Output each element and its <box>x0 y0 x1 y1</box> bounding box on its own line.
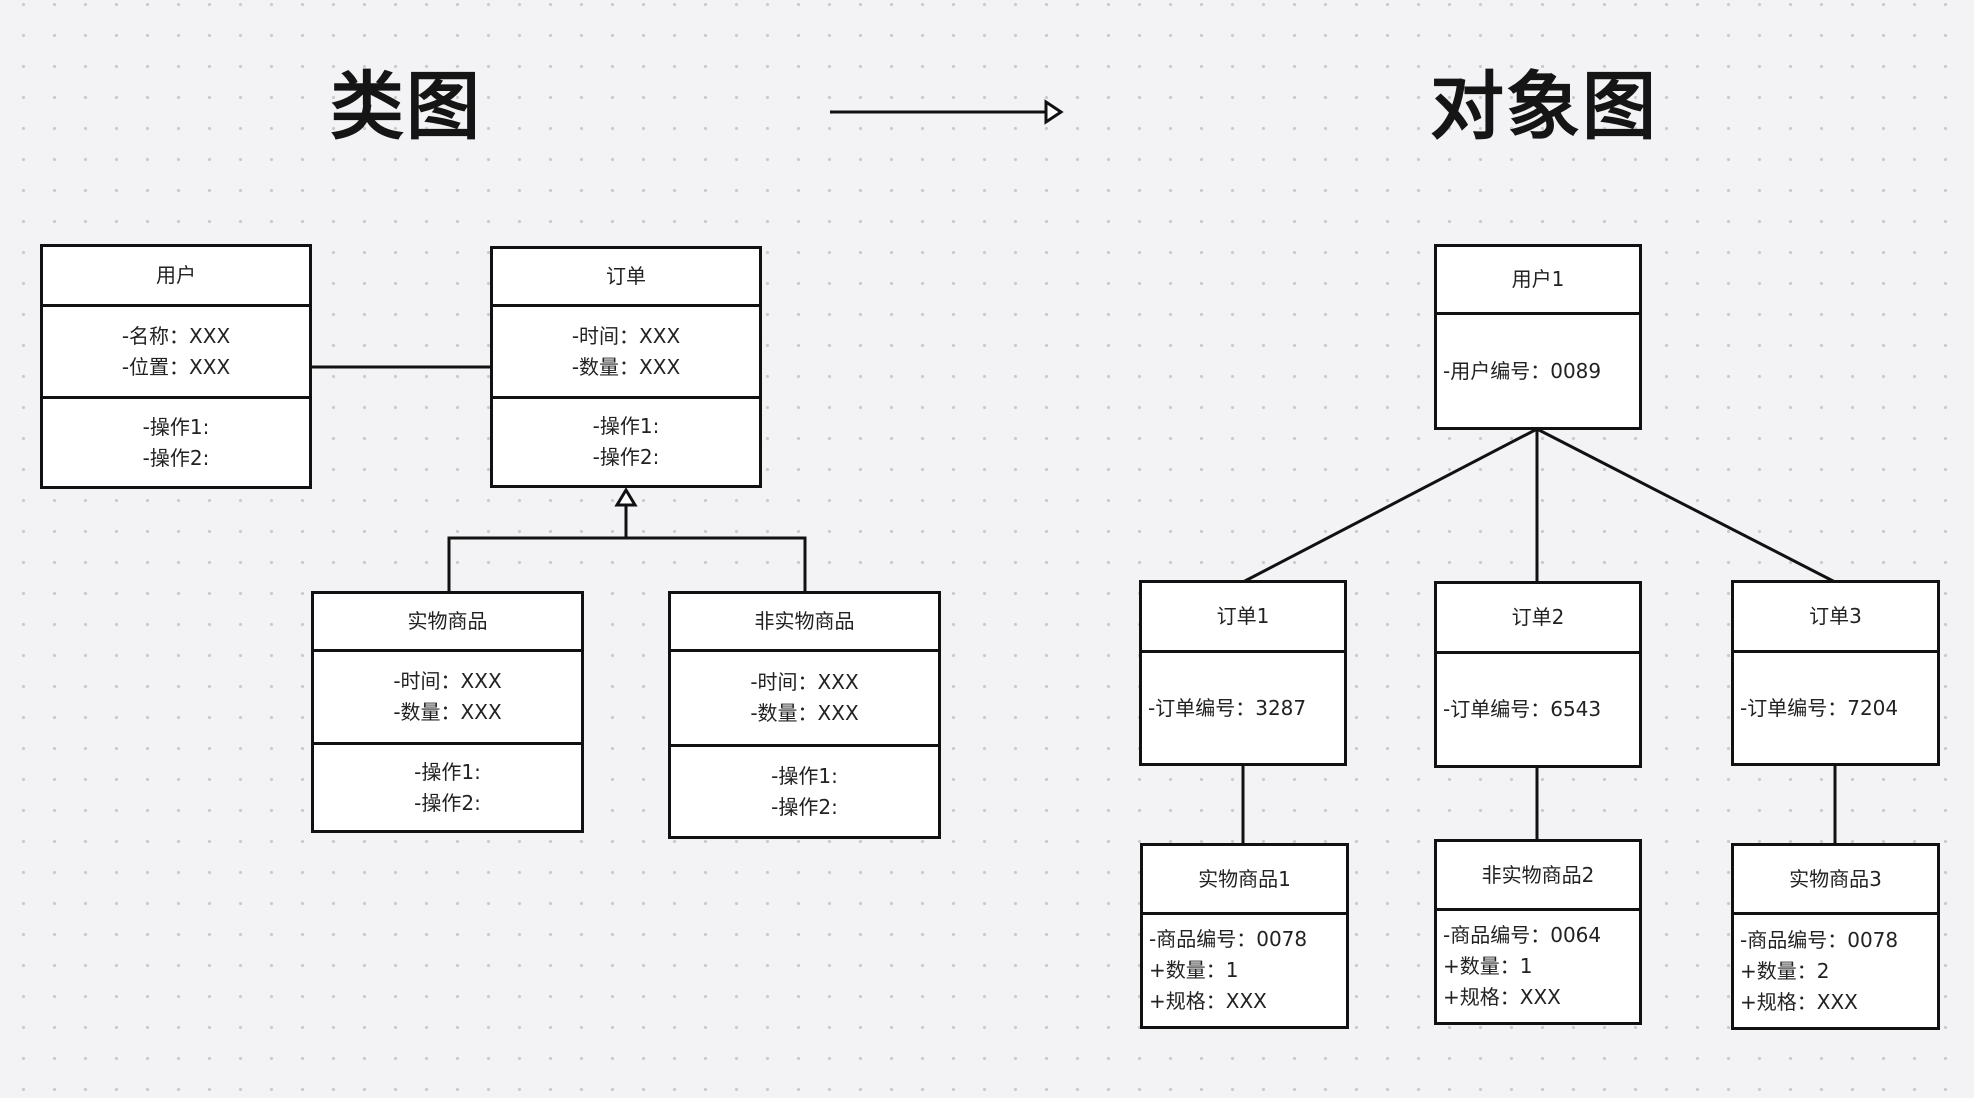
attributes-section: -时间：XXX -数量：XXX <box>493 304 759 396</box>
attribute: +规格：XXX <box>1443 985 1561 1009</box>
operation: -操作1: <box>592 414 660 438</box>
attributes-section: -商品编号：0078 +数量：2 +规格：XXX <box>1734 912 1937 1027</box>
object-name-section: 订单1 <box>1142 583 1344 650</box>
attributes-section: -时间：XXX -数量：XXX <box>671 649 938 744</box>
attribute: +数量：2 <box>1740 958 1830 983</box>
attribute: -商品编号：0078 <box>1149 927 1308 951</box>
attributes-section: -订单编号：6543 <box>1437 651 1639 765</box>
class-name-section: 用户 <box>43 247 309 304</box>
operation: -操作2: <box>592 445 660 469</box>
class-name-section: 实物商品 <box>314 594 581 649</box>
attribute: +规格：XXX <box>1740 989 1858 1014</box>
class-diagram-title: 类图 <box>330 64 482 150</box>
operation: -操作2: <box>142 445 210 470</box>
object-name-section: 非实物商品2 <box>1437 842 1639 908</box>
object-name: 订单2 <box>1511 605 1565 629</box>
object-name: 实物商品1 <box>1198 866 1291 891</box>
attribute: -名称：XXX <box>121 323 231 348</box>
class-name-section: 非实物商品 <box>671 594 938 649</box>
attribute: -商品编号：0078 <box>1740 927 1899 952</box>
attributes-section: -订单编号：7204 <box>1734 650 1937 763</box>
operations-section: -操作1: -操作2: <box>493 396 759 485</box>
class-user[interactable]: 用户 -名称：XXX -位置：XXX -操作1: -操作2: <box>40 244 312 489</box>
object-name-section: 用户1 <box>1437 247 1639 312</box>
class-order[interactable]: 订单 -时间：XXX -数量：XXX -操作1: -操作2: <box>490 246 762 488</box>
link-user1-order3 <box>1536 427 1836 584</box>
operations-section: -操作1: -操作2: <box>314 742 581 830</box>
operation: -操作1: <box>771 763 838 788</box>
operations-section: -操作1: -操作2: <box>43 396 309 486</box>
generalization-triangle <box>614 487 638 507</box>
operation: -操作1: <box>414 759 481 784</box>
class-name: 实物商品 <box>407 609 488 633</box>
attribute: +规格：XXX <box>1149 989 1267 1013</box>
object-name-section: 实物商品1 <box>1143 846 1346 912</box>
transition-arrowhead <box>1044 99 1064 125</box>
attributes-section: -商品编号：0064 +数量：1 +规格：XXX <box>1437 908 1639 1022</box>
attribute: -时间：XXX <box>750 670 859 694</box>
object-goods3[interactable]: 实物商品3 -商品编号：0078 +数量：2 +规格：XXX <box>1731 843 1940 1030</box>
object-order1[interactable]: 订单1 -订单编号：3287 <box>1139 580 1347 766</box>
object-order3[interactable]: 订单3 -订单编号：7204 <box>1731 580 1940 766</box>
attribute: -订单编号：3287 <box>1148 695 1307 720</box>
object-name-section: 订单3 <box>1734 583 1937 650</box>
operation: -操作2: <box>414 790 481 815</box>
operations-section: -操作1: -操作2: <box>671 744 938 836</box>
class-name: 订单 <box>606 264 646 288</box>
generalization-physical-goods <box>447 536 807 594</box>
class-name-section: 订单 <box>493 249 759 304</box>
class-virtual-goods[interactable]: 非实物商品 -时间：XXX -数量：XXX -操作1: -操作2: <box>668 591 941 839</box>
link-user1-order1 <box>1242 427 1538 584</box>
attributes-section: -用户编号：0089 <box>1437 312 1639 427</box>
class-name: 非实物商品 <box>754 609 855 633</box>
object-name: 实物商品3 <box>1789 866 1882 891</box>
attributes-section: -时间：XXX -数量：XXX <box>314 649 581 742</box>
operation: -操作2: <box>771 794 838 819</box>
attribute: -数量：XXX <box>571 354 681 379</box>
attribute: -数量：XXX <box>750 701 859 725</box>
attributes-section: -商品编号：0078 +数量：1 +规格：XXX <box>1143 912 1346 1026</box>
object-diagram-title: 对象图 <box>1430 64 1658 150</box>
object-goods1[interactable]: 实物商品1 -商品编号：0078 +数量：1 +规格：XXX <box>1140 843 1349 1029</box>
object-goods2[interactable]: 非实物商品2 -商品编号：0064 +数量：1 +规格：XXX <box>1434 839 1642 1025</box>
object-name: 订单3 <box>1809 604 1862 628</box>
object-name: 用户1 <box>1511 267 1565 291</box>
attribute: -订单编号：6543 <box>1443 697 1602 721</box>
attribute: -商品编号：0064 <box>1443 923 1602 947</box>
attribute: -用户编号：0089 <box>1443 358 1602 383</box>
attributes-section: -订单编号：3287 <box>1142 650 1344 763</box>
operation: -操作1: <box>142 414 210 439</box>
object-name-section: 订单2 <box>1437 584 1639 651</box>
object-name: 非实物商品2 <box>1481 862 1595 887</box>
attribute: -数量：XXX <box>393 700 502 724</box>
object-name: 订单1 <box>1216 604 1270 628</box>
attribute: -位置：XXX <box>121 354 231 379</box>
class-physical-goods[interactable]: 实物商品 -时间：XXX -数量：XXX -操作1: -操作2: <box>311 591 584 833</box>
object-user1[interactable]: 用户1 -用户编号：0089 <box>1434 244 1642 430</box>
attribute: -时间：XXX <box>571 323 681 348</box>
attribute: +数量：1 <box>1149 958 1239 982</box>
attribute: +数量：1 <box>1443 954 1533 978</box>
attributes-section: -名称：XXX -位置：XXX <box>43 304 309 396</box>
attribute: -时间：XXX <box>393 669 502 693</box>
class-name: 用户 <box>156 263 196 287</box>
object-order2[interactable]: 订单2 -订单编号：6543 <box>1434 581 1642 768</box>
attribute: -订单编号：7204 <box>1740 695 1899 720</box>
object-name-section: 实物商品3 <box>1734 846 1937 912</box>
